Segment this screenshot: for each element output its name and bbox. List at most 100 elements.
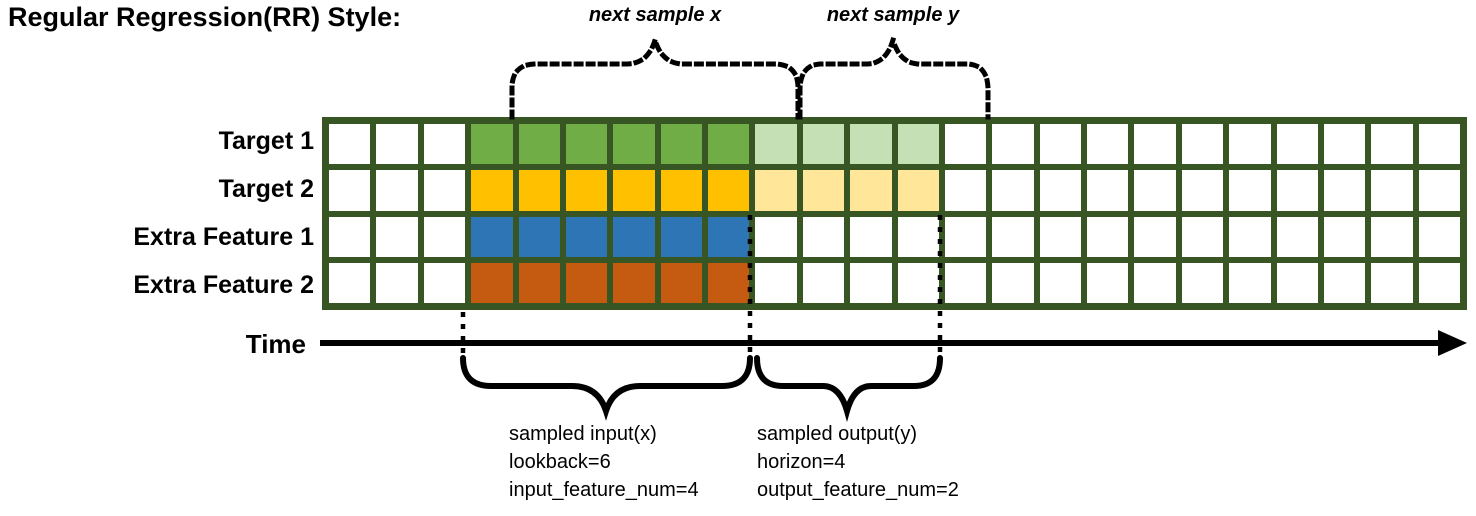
grid-cell [1087,216,1129,257]
grid-cell [329,170,371,211]
grid-cell [897,124,939,165]
grid-cell [1323,124,1366,165]
grid-cell [1418,216,1460,257]
grid-cell [329,216,371,257]
grid-cell [1134,216,1176,257]
grid-cell [1134,124,1176,165]
row-label-target-2: Target 2 [218,175,314,203]
sampled-output-title: sampled output(y) [757,423,918,445]
grid-cell [1229,262,1271,303]
grid-cell [850,124,892,165]
grid-cell [613,124,655,165]
grid-cell [423,170,466,211]
grid-cell [850,216,892,257]
grid-cell [660,124,702,165]
grid-cell [1134,262,1176,303]
grid-cell [755,216,797,257]
grid-cell [423,262,466,303]
grid-cell [1181,216,1224,257]
sampled-input-brace [460,355,753,421]
grid-cell [850,170,892,211]
grid-cell [660,262,702,303]
grid-cell [897,170,939,211]
grid-cell [1371,262,1413,303]
time-axis-arrowhead [1438,330,1467,356]
grid-cell [992,170,1034,211]
grid-cell [471,262,513,303]
grid-cell [897,262,939,303]
next-sample-y-brace [797,31,991,120]
grid-cell [471,216,513,257]
grid-cell [565,170,608,211]
grid-cell [1039,170,1081,211]
grid-cell [802,170,845,211]
grid-cell [897,216,939,257]
grid-cell [944,262,987,303]
output-feature-num-value: output_feature_num=2 [757,479,959,501]
grid-cell [755,262,797,303]
grid-cell [565,262,608,303]
grid-cell [802,124,845,165]
grid-cell [1371,216,1413,257]
grid-cell [1229,216,1271,257]
grid-cell [944,124,987,165]
grid-cell [565,124,608,165]
grid-cell [802,216,845,257]
sampled-output-brace [754,355,943,423]
grid-cell [1087,262,1129,303]
grid-cell [708,124,750,165]
sampled-output-note: sampled output(y) horizon=4 output_featu… [757,420,959,504]
row-label-extra-feature-1: Extra Feature 1 [133,223,314,251]
grid-cell [1371,124,1413,165]
grid-cell [1181,262,1224,303]
grid-cell [708,216,750,257]
grid-cell [1276,262,1318,303]
grid-cell [850,262,892,303]
grid-cell [471,124,513,165]
grid-cell [708,262,750,303]
next-sample-x-label: next sample x [588,4,722,26]
grid-cell [1418,262,1460,303]
grid-cell [660,170,702,211]
grid-cell [1229,170,1271,211]
grid-cell [613,262,655,303]
grid-cell [1418,170,1460,211]
horizon-value: horizon=4 [757,451,846,473]
grid-cell [660,216,702,257]
grid-cell [1039,124,1081,165]
grid-cell [1087,170,1129,211]
grid-cell [329,262,371,303]
grid-cell [944,170,987,211]
grid-cell [992,262,1034,303]
sampled-input-title: sampled input(x) [509,423,657,445]
grid-cell [1276,216,1318,257]
grid-cell [613,216,655,257]
grid-cell [1181,170,1224,211]
grid-cell [992,216,1034,257]
grid-cell [944,216,987,257]
next-sample-x-brace [509,31,801,120]
sampled-input-note: sampled input(x) lookback=6 input_featur… [509,420,699,504]
grid-cell [423,216,466,257]
grid-cell [1229,124,1271,165]
grid-cell [992,124,1034,165]
grid-cell [518,262,560,303]
grid-cell [565,216,608,257]
grid-cell [471,170,513,211]
grid-cell [1323,216,1366,257]
grid-cell [1276,124,1318,165]
grid-cell [708,170,750,211]
grid-cell [802,262,845,303]
grid-cell [518,216,560,257]
time-axis-label: Time [245,329,306,359]
grid-cell [518,170,560,211]
grid-cell [1323,262,1366,303]
grid-cell [1039,262,1081,303]
grid-cell [1371,170,1413,211]
grid-cell [376,262,418,303]
grid-cell [1087,124,1129,165]
grid-cell [1039,216,1081,257]
grid-cell [376,216,418,257]
lookback-value: lookback=6 [509,451,611,473]
